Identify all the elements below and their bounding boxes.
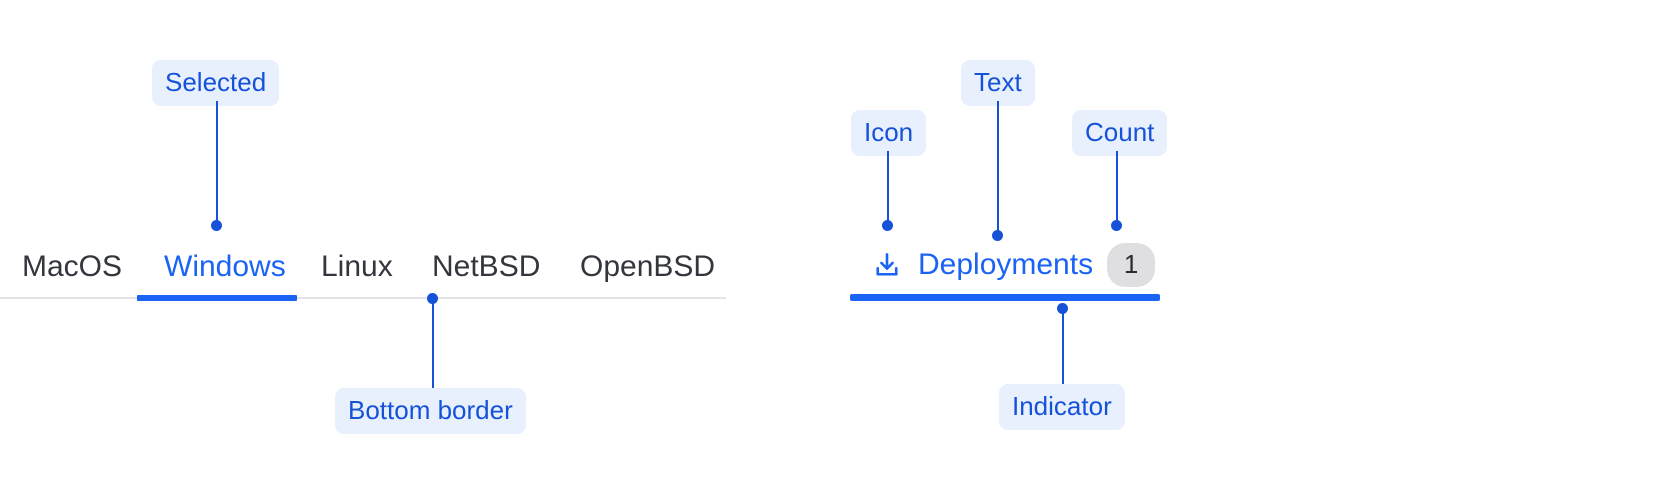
annotation-leader-line-indicator — [1062, 308, 1064, 384]
tab-macos[interactable]: MacOS — [22, 250, 123, 283]
annotation-leader-line-bottom-border — [432, 298, 434, 389]
tab-deployments-content: Deployments 1 — [872, 240, 1156, 290]
download-icon — [876, 253, 898, 276]
annotation-leader-line-count — [1116, 151, 1118, 224]
annotation-dot-count — [1111, 220, 1122, 231]
tab-bar-os: MacOS Windows Linux NetBSD OpenBSD — [0, 245, 726, 301]
tab-deployments[interactable]: Deployments 1 — [850, 240, 1162, 302]
annotation-dot-text — [992, 230, 1003, 241]
annotation-label-icon: Icon — [851, 110, 927, 156]
tab-openbsd[interactable]: OpenBSD — [580, 250, 716, 283]
tab-deployments-indicator — [850, 294, 1160, 301]
active-tab-underline — [137, 295, 297, 301]
annotation-leader-line-selected — [216, 101, 218, 224]
tab-linux[interactable]: Linux — [321, 250, 393, 283]
annotation-dot-selected — [211, 220, 222, 231]
tab-netbsd[interactable]: NetBSD — [432, 250, 541, 283]
tab-deployments-label: Deployments — [918, 248, 1094, 281]
annotation-label-selected: Selected — [152, 60, 280, 106]
annotation-label-indicator: Indicator — [999, 384, 1125, 430]
annotation-leader-line-text — [997, 101, 999, 234]
tab-bar-bottom-border — [0, 297, 726, 299]
tab-deployments-count-badge: 1 — [1107, 243, 1156, 287]
tab-windows[interactable]: Windows — [164, 250, 286, 283]
annotation-leader-line-icon — [887, 151, 889, 224]
annotation-label-bottom-border: Bottom border — [335, 388, 526, 434]
annotation-label-count: Count — [1072, 110, 1168, 156]
annotation-dot-icon — [882, 220, 893, 231]
annotation-label-text: Text — [961, 60, 1035, 106]
